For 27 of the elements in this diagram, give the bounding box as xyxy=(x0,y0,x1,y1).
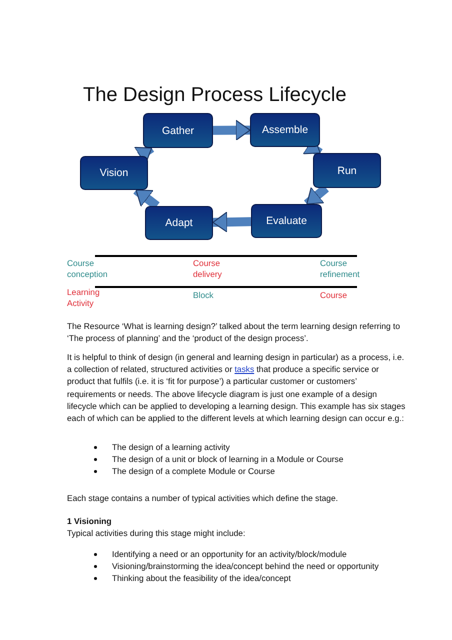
table-cell-text: Block xyxy=(193,290,214,301)
list-item: The design of a unit or block of learning in a Module or Course xyxy=(112,453,344,466)
table-cell-text: Learning Activity xyxy=(67,287,101,309)
process-box: Gather xyxy=(143,113,213,148)
paragraph: It is helpful to think of design (in general and learning design in particular) as a process, i.e. a collection of related, structured activities or tasks that produce a specific service or product that fulfils (i.e. it is ‘fit for purpose’) a particular customer or customers’ requirements or needs. The above lifecycle diagram is just one example of a design lifecycle which can be applied to developing a learning design. This example has six stages each of which can be applied to the different levels at which learning design can occur e.g.: xyxy=(67,351,406,424)
process-box: Vision xyxy=(80,156,148,190)
paragraph: Each stage contains a number of typical activities which define the stage. xyxy=(67,492,339,504)
table-cell-text: Course refinement xyxy=(320,258,361,280)
process-box: Adapt xyxy=(145,206,213,240)
section-heading: 1 Visioning xyxy=(67,515,112,528)
list-item: Thinking about the feasibility of the idea/concept xyxy=(112,572,292,584)
link: tasks xyxy=(234,364,254,374)
paragraph: The Resource ‘What is learning design?’ talked about the term learning design referring to ‘The process of planning’ and the ‘product of the design process’. xyxy=(67,320,402,344)
paragraph: Typical activities during this stage might include: xyxy=(67,527,246,540)
list-item: Identifying a need or an opportunity for an activity/block/module xyxy=(112,548,348,560)
block-arrow xyxy=(212,212,252,233)
process-box: Assemble xyxy=(250,113,320,147)
title: The Design Process Lifecycle xyxy=(83,84,346,107)
process-box: Run xyxy=(313,153,381,188)
table-cell-text: Course xyxy=(320,290,348,301)
table-cell-text: Course delivery xyxy=(193,258,223,280)
list-item: The design of a learning activity xyxy=(112,441,231,454)
block-arrow xyxy=(212,120,250,141)
table-cell-text: Course conception xyxy=(67,258,109,280)
list-item: Visioning/brainstorming the idea/concept behind the need or opportunity xyxy=(112,560,380,572)
list-item: The design of a complete Module or Course xyxy=(112,465,276,478)
process-box: Evaluate xyxy=(251,204,322,238)
